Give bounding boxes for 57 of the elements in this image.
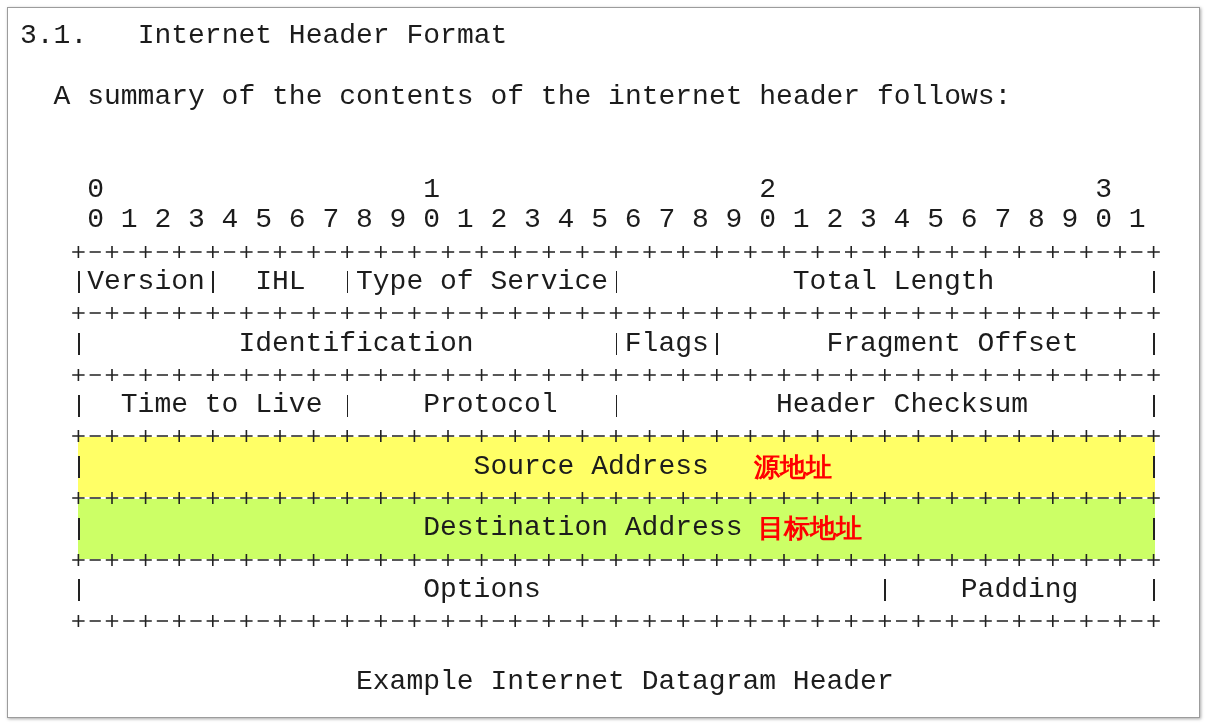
bit-number: 3 (188, 205, 205, 237)
bit-number: 2 (154, 205, 172, 237)
bit-number: 6 (624, 205, 642, 237)
annotation-text: 源地址 (754, 451, 833, 483)
bit-number: 2 (490, 205, 508, 237)
field-name: Source Address (473, 451, 709, 483)
bit-number: 8 (1028, 205, 1045, 237)
bit-number: 1 (120, 205, 138, 237)
bit-number: 5 (591, 205, 608, 237)
field-name: Fragment Offset (826, 328, 1079, 360)
bit-number: 0 (759, 205, 776, 237)
bit-number: 7 (994, 205, 1012, 237)
bit-number: 9 (389, 205, 407, 237)
bit-number: 6 (960, 205, 978, 237)
bit-number: 6 (288, 205, 306, 237)
figure-caption: Example Internet Datagram Header (356, 667, 894, 699)
bit-number: 9 (1061, 205, 1079, 237)
field-name: Protocol (423, 390, 558, 421)
bit-number: 4 (557, 205, 575, 237)
field-name: Destination Address (423, 513, 743, 545)
section-heading: 3.1. Internet Header Format (20, 20, 508, 52)
bit-number: 7 (658, 205, 676, 237)
bit-number: 8 (356, 205, 373, 237)
bit-number: 0 (87, 205, 104, 237)
bit-number: 0 (87, 174, 104, 206)
bit-number: 3 (524, 205, 541, 237)
bit-number: 7 (322, 205, 340, 237)
highlighted-header-field (78, 499, 1155, 559)
bit-number: 4 (221, 205, 239, 237)
bit-number: 0 (423, 205, 440, 237)
bit-number: 1 (792, 205, 810, 237)
field-name: Time to Live (120, 390, 323, 421)
bit-number: 2 (759, 174, 776, 206)
field-name: Total Length (792, 267, 995, 298)
bit-number: 1 (423, 174, 440, 206)
bit-number: 0 (1095, 205, 1112, 237)
bit-number: 2 (826, 205, 844, 237)
field-name: Padding (960, 575, 1079, 606)
bit-number: 5 (255, 205, 272, 237)
bit-number: 9 (725, 205, 743, 237)
bit-number: 1 (456, 205, 474, 237)
bit-number: 1 (1128, 205, 1146, 237)
annotation-text: 目标地址 (757, 513, 862, 545)
bit-number: 3 (860, 205, 877, 237)
bit-number: 3 (1095, 174, 1112, 206)
field-name: Header Checksum (776, 390, 1029, 421)
bit-number: 5 (927, 205, 944, 237)
field-name: IHL (255, 267, 306, 298)
field-name: Flags (624, 328, 709, 360)
bit-number: 4 (893, 205, 911, 237)
field-name: Identification (238, 328, 474, 360)
bit-number: 8 (692, 205, 709, 237)
intro-text: A summary of the contents of the internet header follows: (53, 82, 1012, 113)
field-name: Options (423, 575, 541, 606)
highlighted-header-field (78, 437, 1155, 497)
field-name: Type of Service (356, 267, 609, 298)
field-name: Version (87, 267, 205, 298)
